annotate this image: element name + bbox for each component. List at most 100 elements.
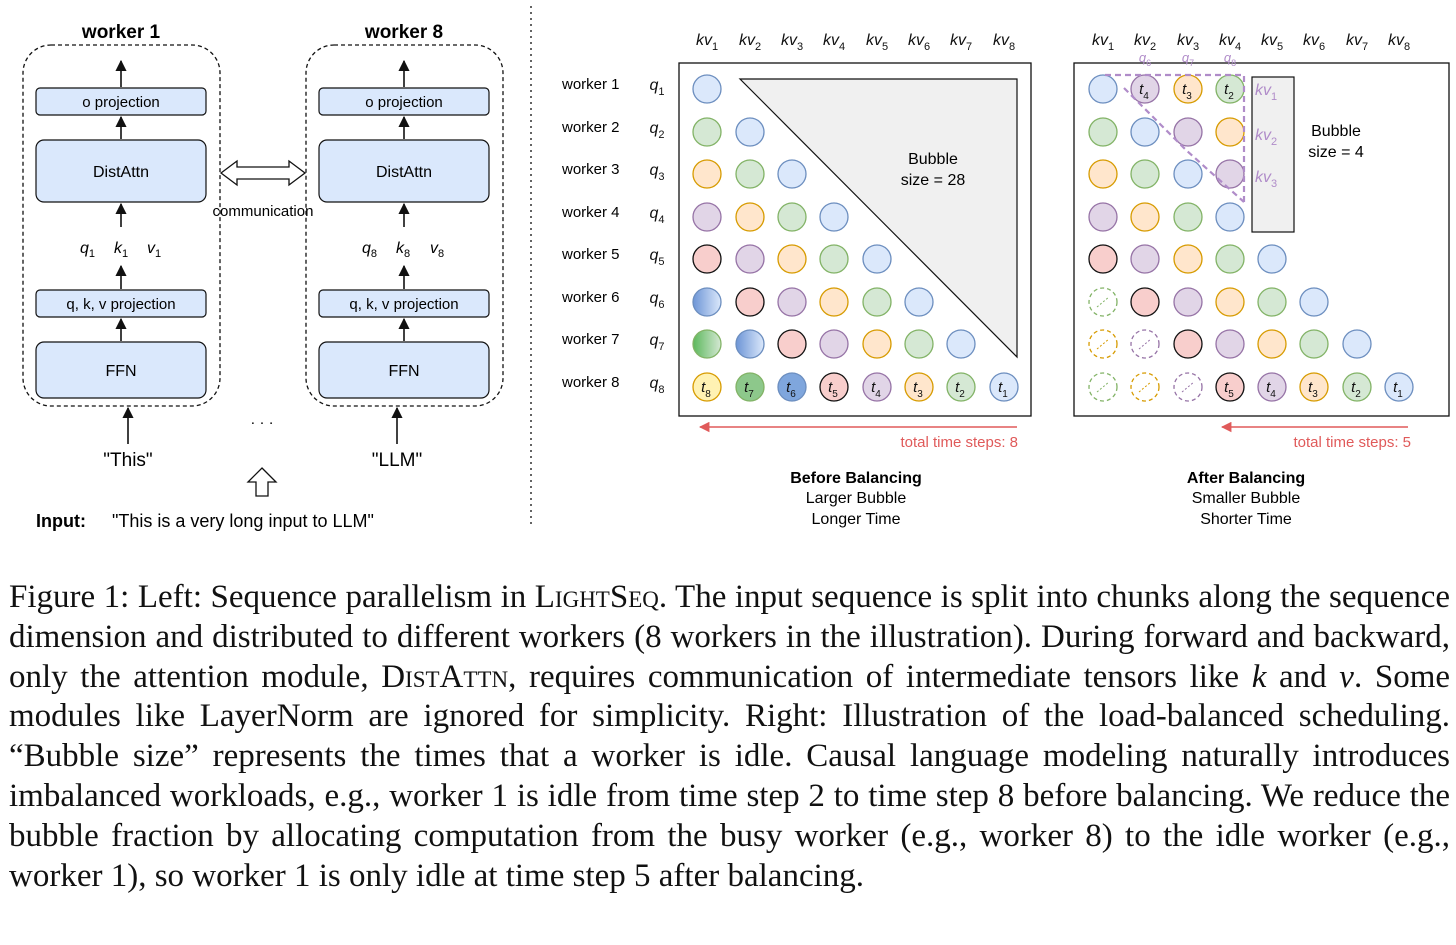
before-cell-r4-c4 bbox=[819, 202, 849, 232]
before-cell-r6-c5 bbox=[862, 287, 892, 317]
row-worker-label-3: worker 3 bbox=[561, 161, 620, 178]
after-cell-r7-c5 bbox=[1257, 329, 1287, 359]
row-worker-label-4: worker 4 bbox=[561, 204, 620, 221]
figure-caption: Figure 1: Left: Sequence parallelism in … bbox=[9, 579, 1451, 894]
after-cell-r6-c3 bbox=[1173, 287, 1203, 317]
before-cell-r8-c2-tag: t7 bbox=[744, 379, 754, 400]
before-cell-r5-c2 bbox=[735, 244, 765, 274]
after-cell-r6-c4 bbox=[1215, 287, 1245, 317]
worker-1-dashed-border bbox=[22, 44, 221, 407]
worker-8-qkv-projection-box bbox=[318, 289, 490, 318]
after-bubble-rect bbox=[1251, 76, 1295, 233]
before-cell-r8-c2 bbox=[735, 372, 765, 402]
after-cell-r8-c3 bbox=[1173, 372, 1203, 402]
after-kv-header-8: kv8 bbox=[1388, 32, 1410, 53]
after-cell-r6-c6 bbox=[1299, 287, 1329, 317]
communication-arrow: communication bbox=[213, 159, 313, 220]
row-worker-label-2: worker 2 bbox=[561, 119, 620, 136]
after-cell-r8-c1 bbox=[1088, 372, 1118, 402]
worker-8-q: q8 bbox=[362, 240, 377, 260]
worker-8-o-projection-box bbox=[318, 87, 490, 116]
after-cell-r1-c1 bbox=[1088, 74, 1118, 104]
after-cell-r8-c6-tag: t3 bbox=[1308, 379, 1318, 400]
after-cell-r2-c3 bbox=[1173, 117, 1203, 147]
before-caption-line2: Larger Bubble bbox=[806, 490, 907, 507]
after-cell-r4-c1 bbox=[1088, 202, 1118, 232]
worker-1-q: q1 bbox=[80, 240, 95, 260]
before-cell-r7-c2 bbox=[735, 329, 765, 359]
before-cell-r7-c6 bbox=[904, 329, 934, 359]
after-cell-r7-c2-slash bbox=[1138, 338, 1152, 350]
worker-8-v: v8 bbox=[430, 240, 444, 260]
after-cell-r6-c2 bbox=[1130, 287, 1160, 317]
after-cell-r8-c4-tag: t5 bbox=[1224, 379, 1234, 400]
after-cell-r8-c1-slash bbox=[1096, 381, 1110, 393]
after-caption-line2: Smaller Bubble bbox=[1192, 490, 1301, 507]
after-cell-r7-c2 bbox=[1130, 329, 1160, 359]
before-bubble-label-2: size = 28 bbox=[901, 172, 966, 189]
before-cell-r6-c6 bbox=[904, 287, 934, 317]
worker-8-distattn-label: DistAttn bbox=[376, 164, 432, 181]
worker-1-distattn-box bbox=[35, 139, 207, 203]
before-cell-r7-c5 bbox=[862, 329, 892, 359]
after-cell-r8-c2 bbox=[1130, 372, 1160, 402]
before-cell-r4-c2 bbox=[735, 202, 765, 232]
worker-1-ffn-label: FFN bbox=[105, 363, 136, 380]
after-cell-r6-c1-slash bbox=[1096, 296, 1110, 308]
ellipsis: · · · bbox=[250, 414, 273, 431]
after-moved-outline-top bbox=[1105, 73, 1246, 205]
after-cell-r5-c3 bbox=[1173, 244, 1203, 274]
before-caption-line3: Longer Time bbox=[812, 511, 901, 528]
before-cell-r8-c8 bbox=[989, 372, 1019, 402]
before-bubble-triangle bbox=[738, 78, 1018, 359]
after-cell-r8-c7-tag: t2 bbox=[1351, 379, 1361, 400]
before-kv-header-4: kv4 bbox=[823, 32, 845, 53]
before-cell-r7-c3 bbox=[777, 329, 807, 359]
before-cell-r5-c4 bbox=[819, 244, 849, 274]
before-cell-r8-c1 bbox=[692, 372, 722, 402]
after-cell-r2-c2 bbox=[1130, 117, 1160, 147]
after-cell-r8-c7 bbox=[1342, 372, 1372, 402]
after-cell-r8-c8-tag: t1 bbox=[1393, 379, 1403, 400]
token-this: "This" bbox=[103, 450, 152, 471]
before-caption-title: Before Balancing bbox=[790, 470, 922, 487]
worker-1-distattn-label: DistAttn bbox=[93, 164, 149, 181]
worker-1-v: v1 bbox=[147, 240, 161, 260]
row-q-label-1: q1 bbox=[649, 77, 664, 98]
row-q-label-4: q4 bbox=[649, 205, 664, 226]
row-worker-label-8: worker 8 bbox=[561, 374, 620, 391]
before-cell-r8-c1-tag: t8 bbox=[701, 379, 711, 400]
after-moved-kv-3: kv3 bbox=[1255, 169, 1277, 190]
worker-8-distattn-box bbox=[318, 139, 490, 203]
after-cell-r8-c5-tag: t4 bbox=[1266, 379, 1276, 400]
after-cell-r2-c4 bbox=[1215, 117, 1245, 147]
before-cell-r8-c8-tag: t1 bbox=[998, 379, 1008, 400]
before-bubble-label-1: Bubble bbox=[908, 151, 958, 168]
row-q-label-5: q5 bbox=[649, 247, 664, 268]
after-cell-r4-c4 bbox=[1215, 202, 1245, 232]
after-kv-header-4: kv4 bbox=[1219, 32, 1241, 53]
after-cell-r8-c6 bbox=[1299, 372, 1329, 402]
input-label: Input: bbox=[36, 511, 86, 531]
before-kv-header-2: kv2 bbox=[739, 32, 761, 53]
before-cell-r5-c5 bbox=[862, 244, 892, 274]
after-kv-header-3: kv3 bbox=[1177, 32, 1199, 53]
after-cell-r7-c1-slash bbox=[1096, 338, 1110, 350]
before-kv-header-7: kv7 bbox=[950, 32, 972, 53]
before-cell-r2-c2 bbox=[735, 117, 765, 147]
before-cell-r8-c7-tag: t2 bbox=[955, 379, 965, 400]
before-cell-r2-c1 bbox=[692, 117, 722, 147]
before-cell-r8-c6 bbox=[904, 372, 934, 402]
after-cell-r1-c4-tag: t2 bbox=[1224, 81, 1234, 102]
before-cell-r6-c4 bbox=[819, 287, 849, 317]
after-cell-r7-c4 bbox=[1215, 329, 1245, 359]
before-cell-r3-c3 bbox=[777, 159, 807, 189]
row-q-label-3: q3 bbox=[649, 162, 664, 183]
before-cell-r8-c5-tag: t4 bbox=[871, 379, 881, 400]
before-cell-r8-c4 bbox=[819, 372, 849, 402]
before-cell-r6-c2 bbox=[735, 287, 765, 317]
input-up-arrow bbox=[246, 467, 278, 497]
row-worker-label-1: worker 1 bbox=[561, 76, 620, 93]
before-kv-header-6: kv6 bbox=[908, 32, 930, 53]
